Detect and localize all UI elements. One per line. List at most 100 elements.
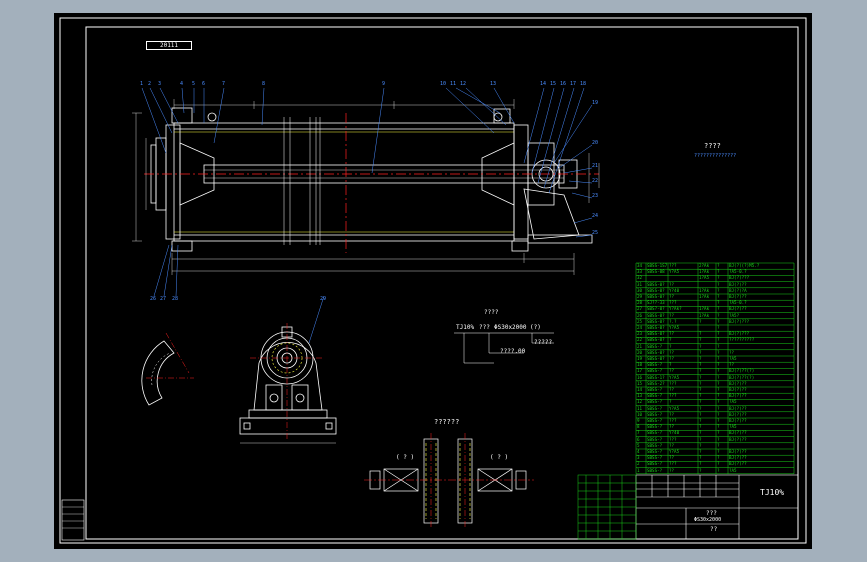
table-cell: BJ(?)?A	[729, 287, 747, 293]
table-cell: 1?Ak	[699, 287, 710, 293]
table-cell: 2?Ak	[699, 263, 710, 268]
table-cell: ?A5?	[729, 312, 740, 318]
table-cell: BJ(?)??	[729, 393, 747, 399]
balloon-label: 17	[570, 81, 577, 87]
title-block-name: TJ10%	[760, 488, 785, 497]
table-cell: SBSS-0?	[647, 312, 665, 318]
table-cell: SBSS-?	[647, 411, 663, 417]
table-cell: 17	[637, 368, 643, 374]
table-cell: 6	[637, 436, 640, 442]
table-cell: SBSS-0?	[647, 325, 665, 330]
table-cell: ?	[717, 337, 720, 343]
table-cell: ???	[669, 393, 677, 399]
table-cell: ?	[717, 275, 720, 281]
table-cell: BJ(?)??	[729, 449, 747, 454]
table-cell: ?	[699, 411, 702, 417]
balloon-label: 16	[560, 81, 567, 87]
seal-segment-view	[141, 332, 194, 406]
table-cell: BJ(?)???	[729, 331, 750, 337]
table-cell: BJ(?)??	[729, 380, 747, 386]
table-cell: Y?40	[669, 430, 680, 436]
balloon-label: 3	[158, 81, 162, 87]
table-cell: ???	[669, 380, 677, 386]
title-block	[635, 474, 799, 540]
balloon-label: 18	[580, 81, 587, 87]
table-cell: 33	[637, 269, 643, 275]
table-cell: ?	[717, 467, 720, 473]
table-cell: ?	[669, 362, 672, 368]
spec-heading: ????	[484, 309, 499, 316]
balloon-label: 28	[172, 296, 179, 302]
table-cell: ?	[699, 380, 702, 386]
table-cell: ??	[669, 331, 675, 337]
corner-drawing-tag: 20111	[146, 41, 192, 50]
table-cell: ?	[717, 442, 720, 448]
table-cell: ?	[717, 436, 720, 442]
table-cell: 19	[637, 356, 643, 361]
table-cell: SBSS-?	[647, 362, 663, 368]
table-cell: 26	[637, 312, 643, 318]
table-cell: ?	[699, 405, 702, 411]
table-cell: ?	[717, 405, 720, 411]
table-cell: ?.?	[669, 318, 677, 324]
table-cell: ?	[699, 467, 702, 473]
table-cell: ?	[699, 393, 702, 399]
table-cell: ?	[669, 343, 672, 349]
table-cell: 25	[637, 318, 643, 324]
inner-frame	[85, 26, 799, 540]
balloon-label: 26	[150, 296, 157, 302]
table-cell: 1?Ak	[699, 306, 710, 312]
balloon-label: 11	[450, 81, 457, 87]
table-cell: ?	[717, 368, 720, 374]
table-cell: SBSS-0?	[647, 331, 665, 337]
table-cell: ?	[699, 337, 702, 343]
balloon-label: 5	[192, 81, 196, 87]
table-cell: 21	[637, 343, 643, 349]
table-cell: ??????????	[729, 337, 755, 343]
balloon-label: 4	[180, 81, 184, 87]
table-cell: 3	[637, 455, 640, 461]
table-cell: ?	[717, 362, 720, 368]
balloon-label: 21	[592, 163, 599, 169]
tech-requirement-note: ??????????????	[694, 153, 737, 159]
spec-sub-b: ?????	[534, 339, 553, 346]
table-cell: ?	[717, 356, 720, 361]
table-cell: ???	[669, 461, 677, 467]
table-cell: ?	[717, 424, 720, 430]
gear-coupling-view	[364, 433, 534, 528]
table-cell: ?	[717, 455, 720, 461]
table-cell: ?	[717, 418, 720, 423]
table-cell: ?	[717, 380, 720, 386]
signature-grid	[577, 474, 637, 540]
table-cell: SBSS-?	[647, 368, 663, 374]
table-cell: ?	[717, 306, 720, 312]
roller-assembly	[132, 99, 600, 275]
drawing-canvas[interactable]: 20111 ???? ?????????????? ???? TJ10% ???…	[54, 13, 812, 549]
table-cell: SBSS-?	[647, 430, 663, 436]
table-cell: BJ(?)??	[729, 430, 747, 436]
table-cell: BJ(?)??	[729, 306, 747, 312]
table-cell: ?A5-0.?	[729, 269, 747, 275]
table-cell: BJ(?)??	[729, 294, 747, 299]
table-cell: ???	[669, 436, 677, 442]
table-cell: ??	[669, 349, 675, 355]
table-cell: ?A5	[729, 424, 737, 430]
balloon-label: 6	[202, 81, 206, 87]
table-cell: SBSS-?	[647, 449, 663, 454]
table-cell: BJ(?)??	[729, 411, 747, 417]
table-cell: ?	[699, 331, 702, 337]
table-cell: SBSS-?	[647, 387, 663, 392]
table-cell: SBSS-?	[647, 405, 663, 411]
table-cell: 2	[637, 461, 640, 467]
table-cell: ??	[729, 362, 735, 368]
table-cell: 24	[637, 325, 643, 330]
table-cell: ?	[699, 430, 702, 436]
table-cell: 30	[637, 287, 643, 293]
table-cell: SBSS-0?	[647, 281, 665, 287]
cad-drawing-svg	[59, 17, 807, 544]
table-cell: ?	[717, 300, 720, 306]
table-cell: SBSS-0?	[647, 287, 665, 293]
table-cell: 5	[637, 442, 640, 448]
table-cell: ?	[717, 374, 720, 380]
table-cell: ?	[717, 312, 720, 318]
